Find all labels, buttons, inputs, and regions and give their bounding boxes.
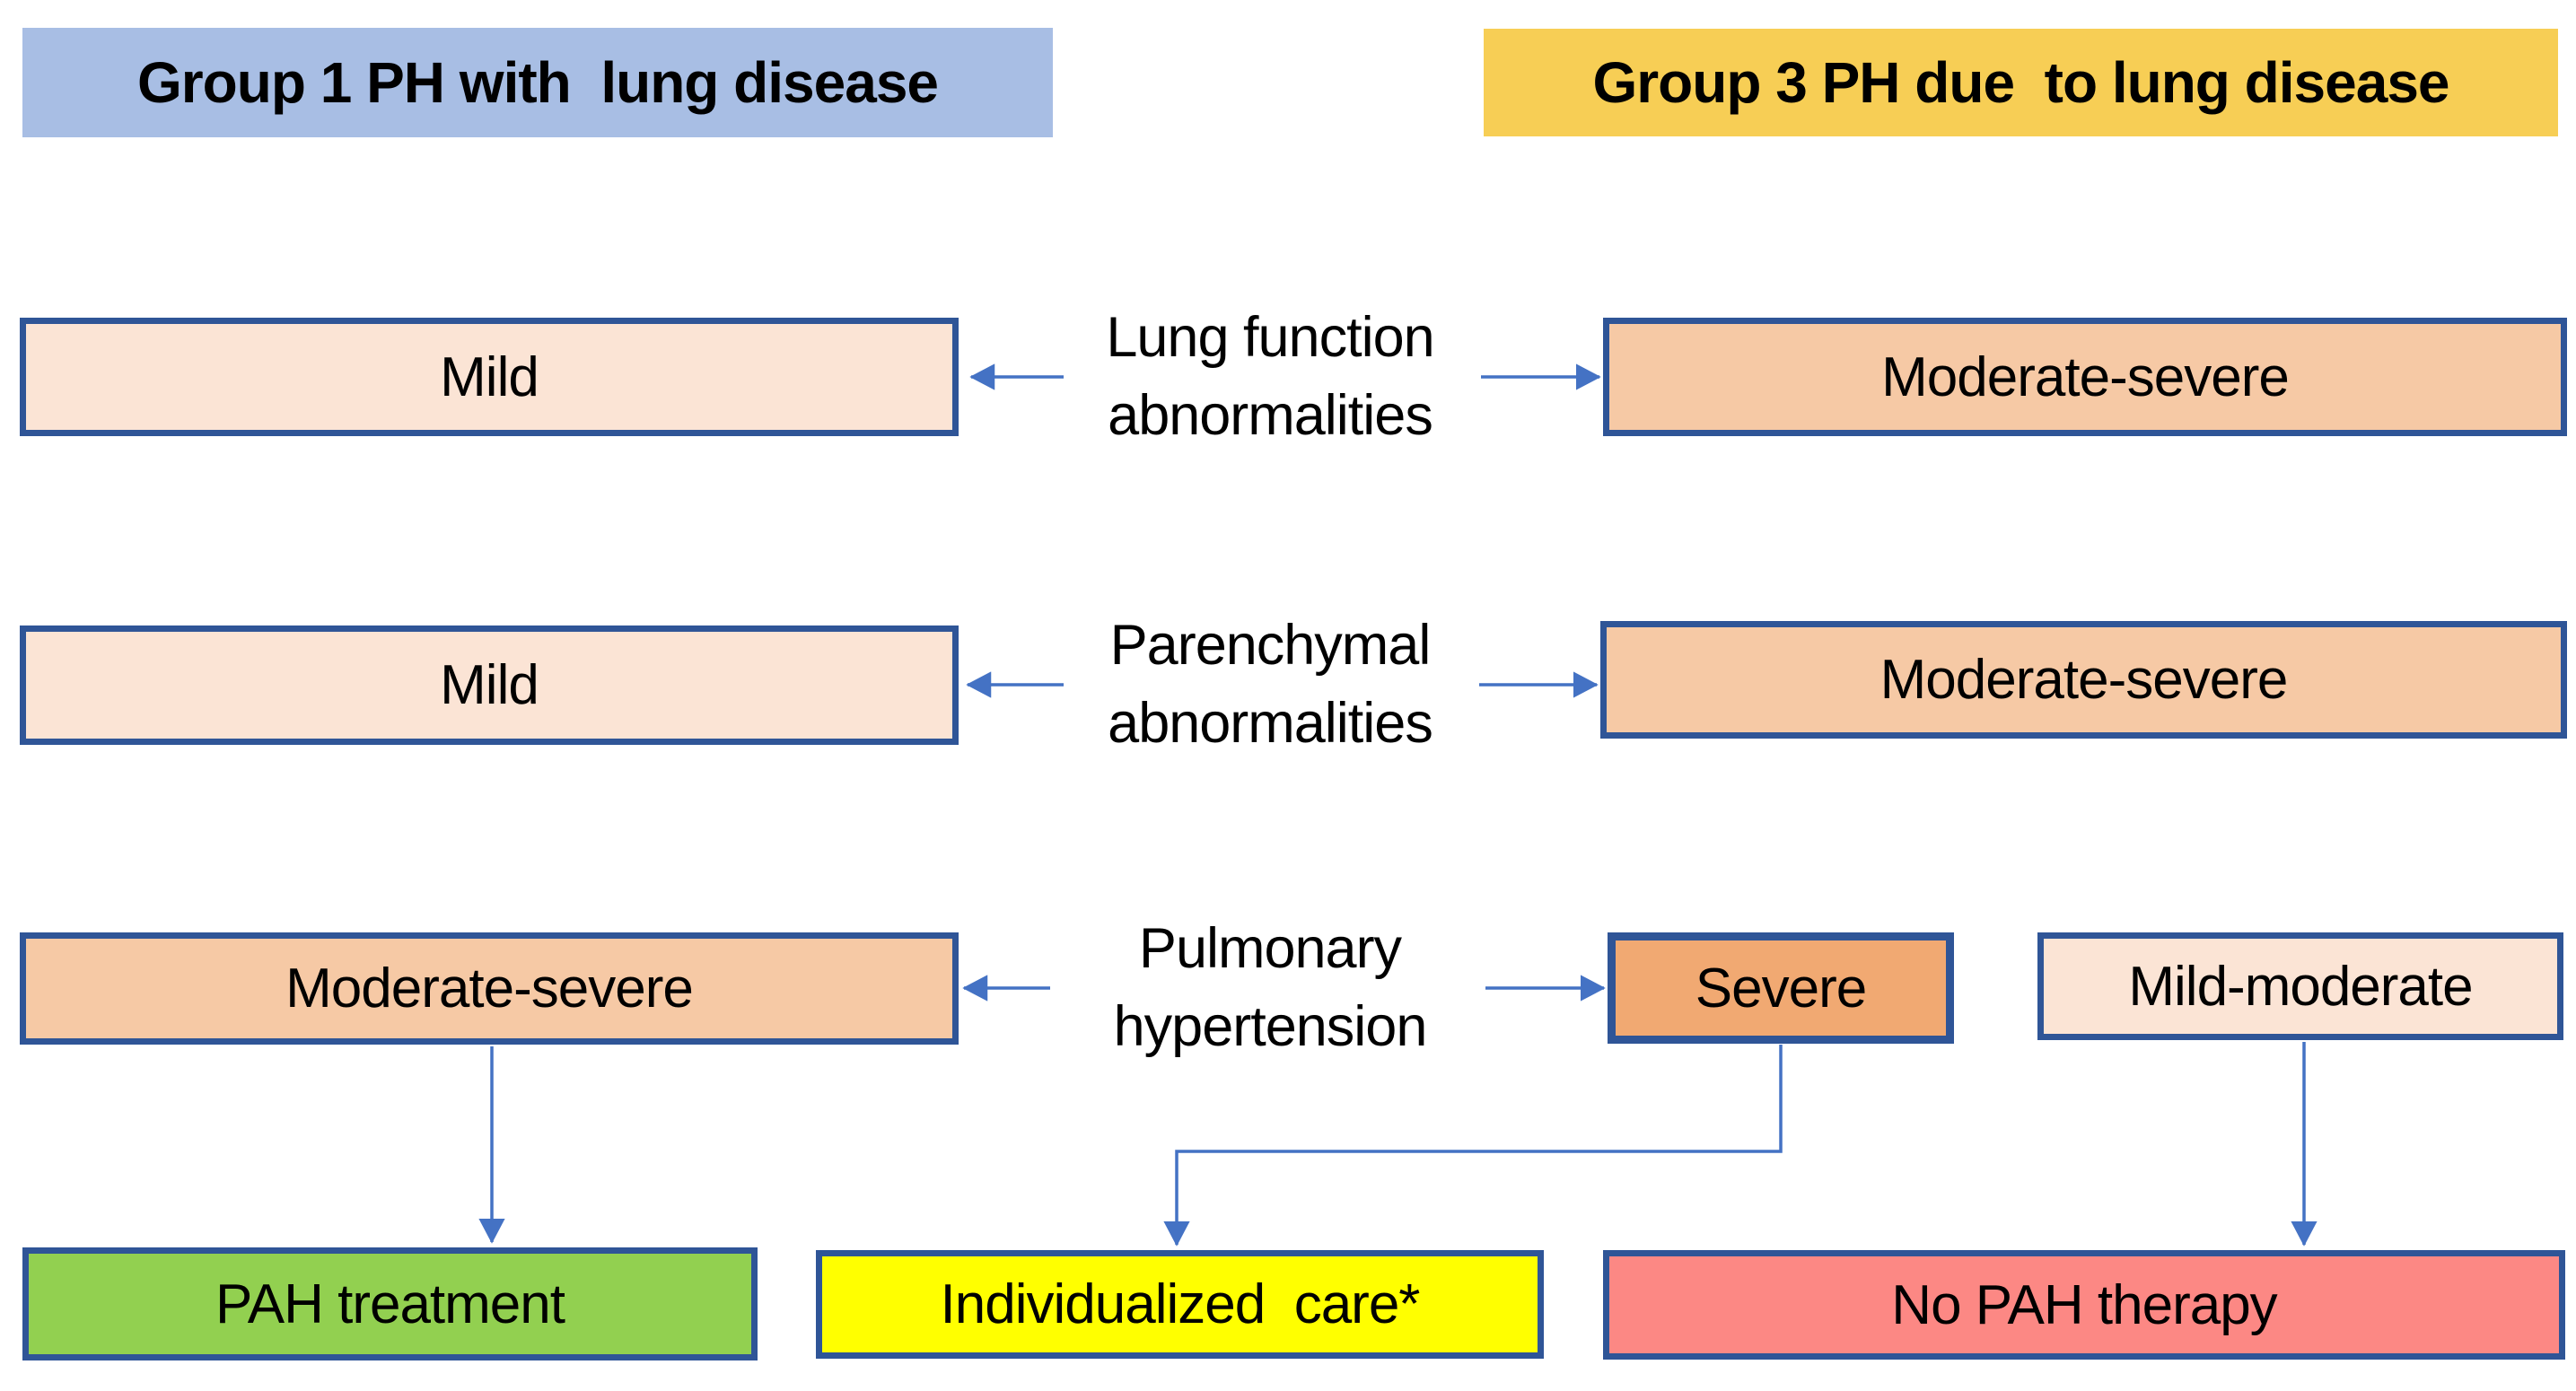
row-label-line: hypertension [1113, 995, 1428, 1058]
box-parenchymal-group3: Moderate-severe [1600, 621, 2567, 739]
box-outcome-no-pah-therapy: No PAH therapy [1603, 1250, 2565, 1360]
box-parenchymal-group1: Mild [20, 626, 959, 745]
box-ph-severity-mild-moderate: Mild-moderate [2037, 932, 2563, 1040]
box-ph-severity-severe: Severe [1608, 932, 1954, 1044]
box-outcome-pah-treatment: PAH treatment [22, 1247, 758, 1360]
row-label-line: Lung function [1106, 306, 1434, 370]
row-label-parenchymal: Parenchymal abnormalities [1037, 604, 1503, 765]
box-lung-function-group1: Mild [20, 318, 959, 436]
row-label-pulmonary-hypertension: Pulmonary hypertension [1037, 907, 1503, 1069]
row-label-lung-function: Lung function abnormalities [1037, 296, 1503, 458]
row-label-line: abnormalities [1108, 692, 1433, 755]
box-outcome-individualized-care: Individualized care* [816, 1250, 1544, 1359]
header-group1-ph: Group 1 PH with lung disease [22, 28, 1053, 137]
row-label-line: Pulmonary [1138, 917, 1402, 981]
row-label-line: abnormalities [1108, 384, 1433, 447]
box-lung-function-group3: Moderate-severe [1603, 318, 2567, 436]
header-group3-ph: Group 3 PH due to lung disease [1484, 29, 2558, 136]
box-ph-severity-group1: Moderate-severe [20, 932, 959, 1045]
severe-to-individualized-care-arrow-icon [1163, 1045, 1783, 1247]
row-label-line: Parenchymal [1109, 614, 1432, 678]
